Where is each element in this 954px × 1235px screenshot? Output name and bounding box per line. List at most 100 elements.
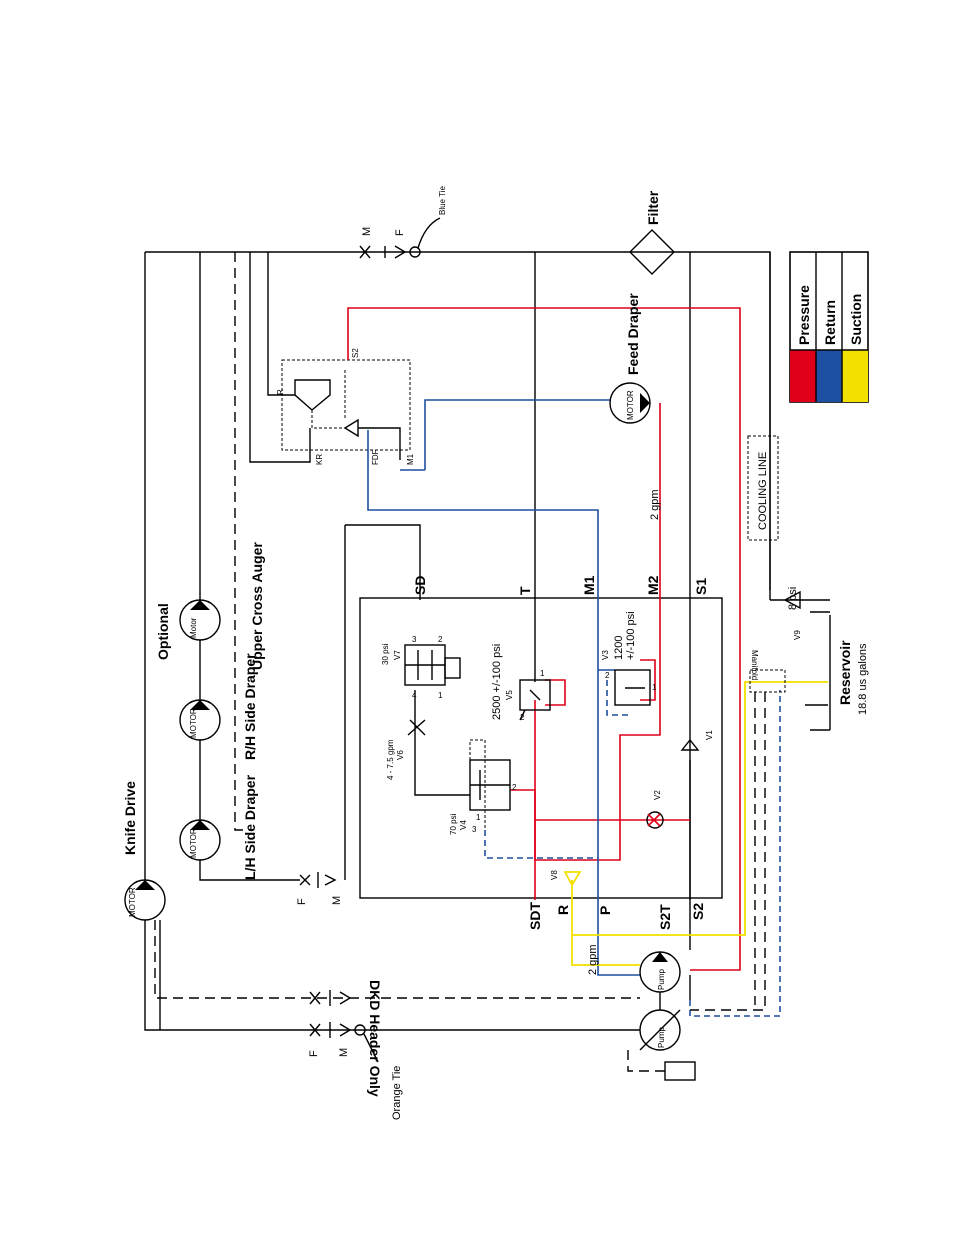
label-port-s2t: S2T xyxy=(657,904,673,930)
coupler-bot xyxy=(309,1022,352,1038)
label-m-top: M xyxy=(361,227,373,236)
v7-port-3: 3 xyxy=(412,635,417,644)
label-fdf: FDF xyxy=(371,449,380,465)
pressure-line-feed xyxy=(510,403,661,861)
v3-port-2: 2 xyxy=(605,671,610,680)
label-optional: Optional xyxy=(155,603,171,660)
cooling-line-box xyxy=(747,435,779,541)
valve-v3 xyxy=(614,669,651,706)
label-manifold: Manifold xyxy=(750,650,759,680)
valve-v4-dashed xyxy=(469,739,486,830)
pump-shaft xyxy=(659,975,691,1010)
label-port-sdt: SDT xyxy=(527,902,543,930)
label-8psi: 8 psi xyxy=(787,587,799,610)
v7-port-4: 4 xyxy=(412,691,417,700)
label-r-small: R xyxy=(276,389,285,395)
label-m1-small: M1 xyxy=(406,453,415,465)
label-cooling-line: COOLING LINE xyxy=(757,452,769,530)
label-reservoir-cap: 18.8 us galons xyxy=(857,643,869,715)
coupler-mid xyxy=(299,872,337,888)
label-lh-side-draper: L/H Side Draper xyxy=(242,774,258,880)
legend-label-return: Return xyxy=(822,300,838,345)
v5-port-1: 1 xyxy=(540,669,545,678)
label-v5: V5 xyxy=(505,690,514,700)
label-v7: V7 xyxy=(393,650,402,660)
label-s2-small: S2 xyxy=(351,348,360,358)
filter-diamond xyxy=(629,229,675,275)
label-orange-tie: Orange Tie xyxy=(391,1066,403,1120)
manifold-box xyxy=(359,597,723,899)
label-knife-drive: Knife Drive xyxy=(122,781,138,855)
valve-inner xyxy=(294,379,331,411)
blue-tie xyxy=(409,246,421,258)
pump-variable-arrow xyxy=(639,1009,681,1051)
valve-v7-spring xyxy=(444,657,461,679)
label-motor-knife: MOTOR xyxy=(128,887,137,917)
label-pump-variable: Pump xyxy=(657,1027,666,1048)
dashed-case-drain xyxy=(234,252,250,831)
v4-port-3: 3 xyxy=(472,825,477,834)
label-pump-primary: Pump xyxy=(657,969,666,990)
label-port-s1: S1 xyxy=(693,578,709,595)
coupler-dkd xyxy=(309,990,352,1006)
v3-port-1: 1 xyxy=(652,683,657,692)
valve-v7-inner xyxy=(405,650,445,680)
label-v6: V6 xyxy=(396,750,405,760)
label-kr: KR xyxy=(315,454,324,465)
legend-label-pressure: Pressure xyxy=(796,285,812,345)
v4-port-2: 2 xyxy=(512,783,517,792)
pressure-line-v5 xyxy=(534,700,690,900)
valve-v2 xyxy=(646,811,664,829)
label-v9: V9 xyxy=(793,630,802,640)
v9-check xyxy=(783,590,801,610)
reservoir-tank xyxy=(805,611,831,731)
label-2gpm-b: 2 gpm xyxy=(587,944,599,975)
label-port-p: P xyxy=(597,906,613,915)
orange-tie xyxy=(354,1024,366,1036)
label-f-bot: F xyxy=(308,1050,320,1057)
v4-port-1: 1 xyxy=(476,813,481,822)
label-feed-draper: Feed Draper xyxy=(625,293,641,375)
label-port-r: R xyxy=(555,905,571,915)
label-v4-psi: 70 psi xyxy=(449,813,458,835)
dkd-dashed xyxy=(154,920,640,999)
pump-compensator xyxy=(664,1061,696,1081)
label-upper-cross-auger: Upper Cross Auger xyxy=(249,542,265,670)
pump-primary-tri xyxy=(652,952,668,962)
label-v3-psi: 1200 xyxy=(613,636,625,660)
manifold-dotted xyxy=(749,669,786,693)
valve-check xyxy=(343,418,359,438)
orange-tie-lead xyxy=(363,1033,379,1063)
line-r xyxy=(267,252,295,396)
label-port-sd: SD xyxy=(412,576,428,595)
valve-v6 xyxy=(407,690,426,760)
label-m-mid: M xyxy=(331,896,343,905)
valve-inner-lines xyxy=(311,370,346,429)
label-v1: V1 xyxy=(705,730,714,740)
legend-dividers xyxy=(790,252,868,402)
label-blue-tie: Blue Tie xyxy=(438,186,447,215)
return-dashed-v3 xyxy=(606,680,630,716)
label-v8: V8 xyxy=(550,870,559,880)
label-motor-feed: MOTOR xyxy=(626,390,635,420)
valve-v5-arrow xyxy=(519,689,541,721)
blue-tie-lead xyxy=(417,217,441,249)
return-dashed-pump xyxy=(689,690,781,1017)
pump-compensator-dashed xyxy=(627,1050,665,1072)
label-v7-psi: 30 psi xyxy=(381,643,390,665)
label-motor-lh: MOTOR xyxy=(189,828,198,858)
return-line-feed-motor xyxy=(424,399,610,470)
label-v2: V2 xyxy=(653,790,662,800)
label-v5-psi: 2500 +/-100 psi xyxy=(491,644,503,720)
v5-port-2: 2 xyxy=(520,713,525,722)
legend-label-suction: Suction xyxy=(848,294,864,345)
line-sd xyxy=(344,524,421,880)
suction-to-pump xyxy=(571,935,640,966)
upper-cross-auger-tri xyxy=(190,600,210,610)
label-motor-auger: Motor xyxy=(189,617,198,638)
label-v4: V4 xyxy=(459,820,468,830)
dashed-manifold-lines xyxy=(690,692,766,1011)
label-port-t: T xyxy=(517,586,533,595)
return-line-fdf xyxy=(367,430,650,976)
